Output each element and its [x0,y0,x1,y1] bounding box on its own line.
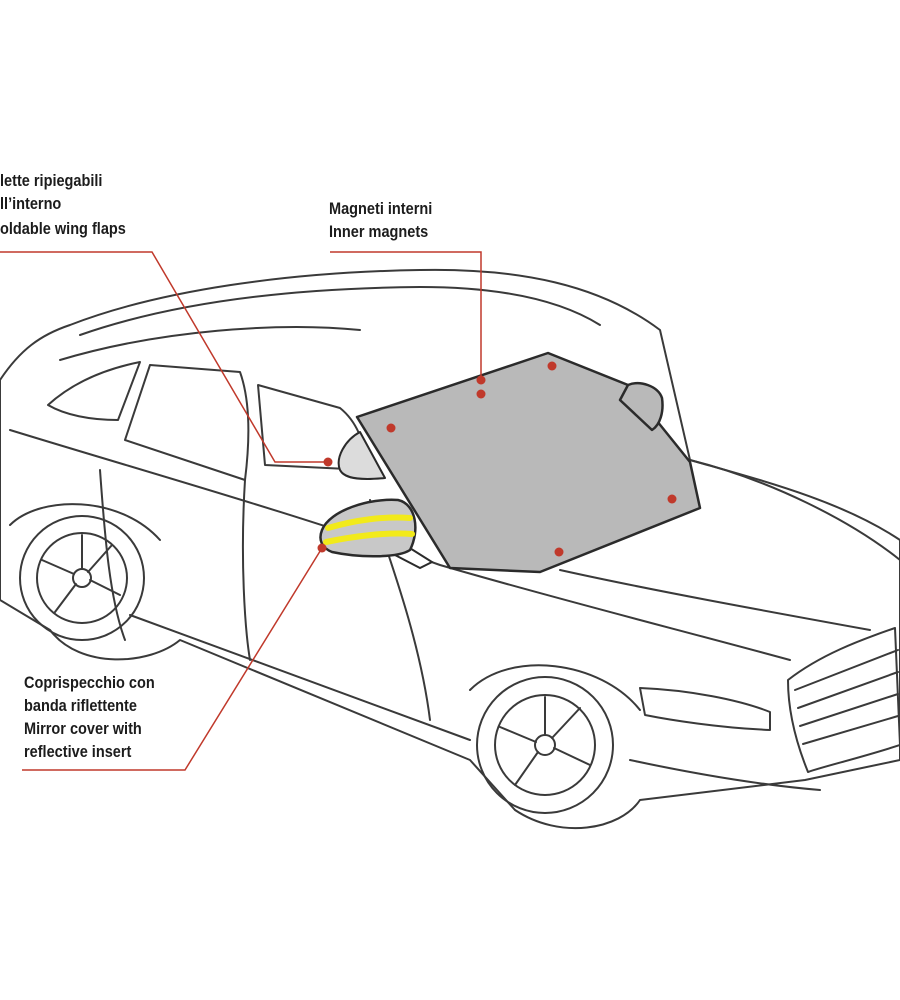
rear-wheel-rim [36,532,128,624]
roof-line [79,286,601,336]
magnets-label: Magneti interni Inner magnets [329,198,432,244]
magnet-dot [547,361,557,371]
wing-flaps-leader-line [0,251,328,463]
rear-quarter-window [47,361,141,421]
mirror-reflective-band-upper [325,514,413,531]
mirror-leader-line [22,547,323,771]
magnets-leader-line [330,251,482,380]
magnet-dot [667,494,677,504]
front-wheel-tire [476,676,614,814]
magnet-dot [386,423,396,433]
side-crease [9,429,791,661]
mirror-italian-line-2: banda riflettente [24,697,137,715]
front-wheel-rim [494,694,596,796]
grille-bar-3 [799,693,899,727]
door-line-middle [241,479,251,661]
door-line-rear [99,469,126,641]
mirror-pointer-dot [317,543,327,553]
magnet-dot [554,547,564,557]
grille [787,627,900,773]
front-bumper [629,759,821,791]
grille-bar-4 [802,715,899,745]
roof-rail [59,326,361,361]
mirror-label: Coprispecchio con banda riflettente Mirr… [24,672,155,764]
right-wing-flap [618,381,664,432]
rear-wheel-spokes [41,534,121,613]
grille-bar-1 [794,649,899,691]
sill-line [129,614,471,741]
mirror-cover [319,498,417,558]
wing-flaps-english-line-1: oldable wing flaps [0,220,126,238]
headlight [639,687,771,731]
hood-line [559,569,871,631]
rear-wheel-tire [19,515,145,641]
rear-wheel-arch [9,503,161,541]
front-wheel-arch [469,664,641,711]
mirror-reflective-band-lower [323,530,415,545]
flap-pointer-dot [323,457,333,467]
wing-flaps-label: lette ripiegabili ll’interno oldable win… [0,170,126,241]
magnets-italian-line-1: Magneti interni [329,200,433,218]
mirror-italian-line-1: Coprispecchio con [24,674,155,692]
magnet-dot [476,375,486,385]
wing-flaps-italian-line-1: lette ripiegabili [0,172,103,190]
windscreen-cover [355,351,702,574]
mirror-english-line-2: reflective insert [24,743,132,761]
mirror-english-line-1: Mirror cover with [24,720,142,738]
wing-flaps-italian-line-2: ll’interno [0,195,62,213]
grille-bar-2 [797,671,899,709]
hood-edge [689,459,900,561]
front-wheel-spokes [499,696,591,786]
magnets-english-line-1: Inner magnets [329,223,429,241]
left-wing-flap [337,431,386,480]
magnet-dot [476,389,486,399]
